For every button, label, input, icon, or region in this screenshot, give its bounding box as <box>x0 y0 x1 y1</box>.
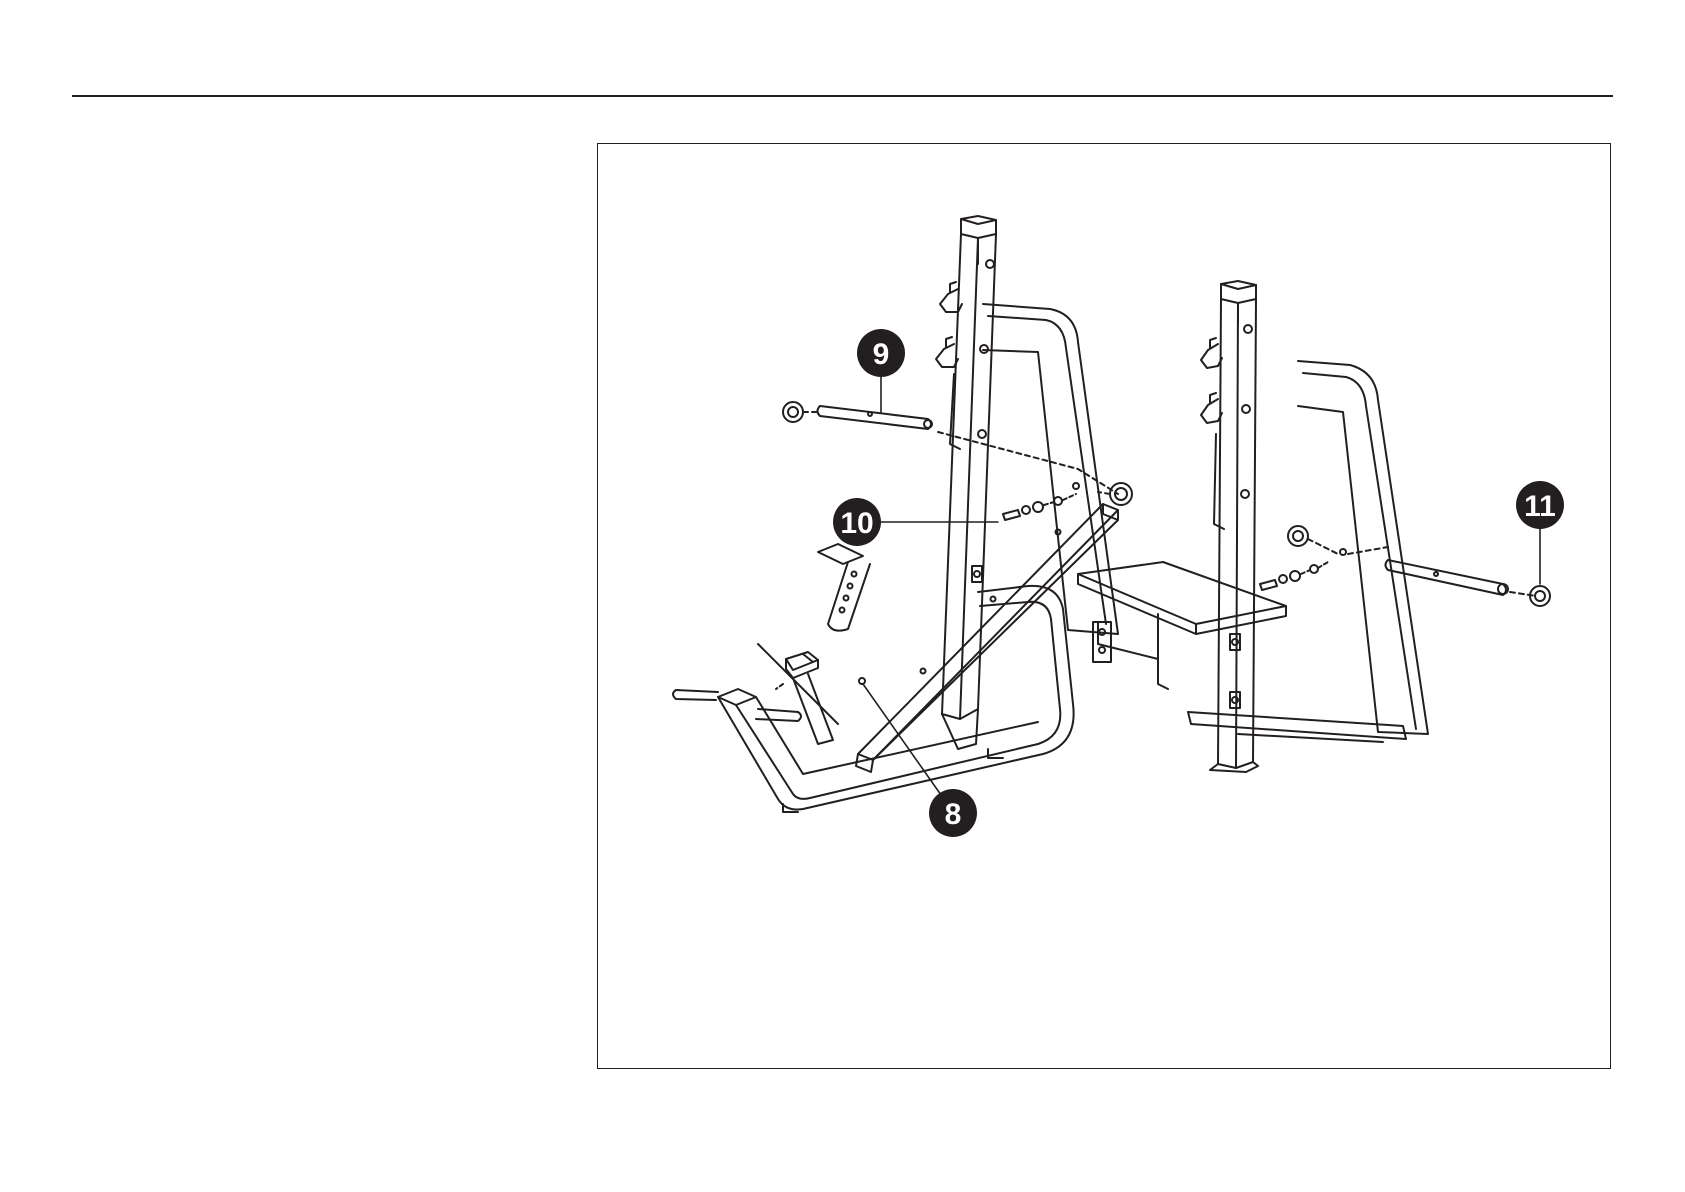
incline-beam <box>856 504 1118 772</box>
callout-9: 9 <box>857 329 905 412</box>
right-upright <box>1201 281 1258 772</box>
callout-10-label: 10 <box>840 507 873 540</box>
callout-9-label: 9 <box>873 338 890 371</box>
callout-8-label: 8 <box>945 798 962 831</box>
right-rod-hardware <box>1260 526 1550 606</box>
callout-11-label: 11 <box>1524 490 1556 523</box>
header-rule <box>72 95 1613 97</box>
assembly-diagram: 9 10 11 8 <box>598 144 1612 1070</box>
callout-11: 11 <box>1516 481 1564 584</box>
assembly-figure-frame: 9 10 11 8 <box>597 143 1611 1069</box>
front-base-frame <box>673 544 1074 812</box>
callout-10: 10 <box>833 498 998 546</box>
rear-frame <box>983 304 1428 742</box>
